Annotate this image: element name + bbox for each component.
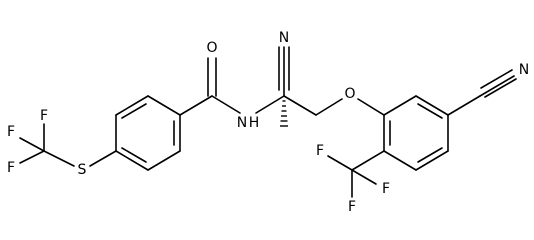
aromatic-bond (121, 103, 147, 119)
bond (179, 95, 213, 116)
bond (383, 95, 417, 116)
atom-label-nitrogen-nitrile-top: N (279, 30, 289, 46)
bond (115, 95, 149, 116)
atom-label-fluorine-cf3-bottom: F (348, 199, 356, 215)
benzamide-ring (115, 95, 181, 171)
bond (43, 150, 75, 167)
atom-labels: O N H N O N S F F F F F F (7, 30, 529, 215)
atom-label-fluorine-scf3-left: F (7, 160, 15, 176)
bond (115, 150, 149, 171)
atom-label-hydrogen-amide: H (249, 115, 260, 131)
atom-label-fluorine-scf3-top-left: F (7, 124, 15, 140)
trifluoromethyl-group (327, 150, 385, 198)
atom-label-oxygen-ether: O (344, 86, 355, 102)
bond (415, 150, 449, 171)
atom-label-fluorine-cf3-left: F (316, 143, 324, 159)
atom-label-sulfur: S (78, 162, 87, 178)
bond (351, 169, 377, 185)
bond (415, 95, 449, 116)
atom-label-oxygen-carbonyl: O (206, 40, 217, 56)
structure-drawing: O N H N O N S F F F F F F (7, 30, 529, 215)
chiral-center (278, 46, 385, 127)
atom-label-fluorine-cf3-right: F (382, 181, 390, 197)
bond (315, 98, 343, 116)
bond (327, 155, 353, 171)
bond (351, 150, 385, 171)
bond (19, 150, 45, 164)
nitrile-triple-bond (484, 78, 517, 98)
aromatic-bond (417, 103, 443, 119)
aryl-ring (383, 95, 449, 171)
bond (255, 95, 285, 114)
bond (147, 150, 181, 171)
trifluoromethylthio-group (19, 123, 117, 167)
nitrile-triple-bond (480, 69, 513, 89)
bond (147, 95, 181, 116)
bond (211, 95, 241, 114)
bond (357, 98, 385, 116)
molecule-diagram: O N H N O N S F F F F F F (7, 30, 529, 215)
bond (447, 95, 481, 116)
aromatic-bond (121, 147, 147, 163)
atom-label-fluorine-scf3-top-right: F (40, 108, 48, 124)
aromatic-bond (417, 147, 443, 163)
atom-label-nitrogen-nitrile-right: N (519, 62, 529, 78)
nitrile-triple-bond (479, 75, 515, 97)
aryl-nitrile (447, 69, 517, 116)
bond (283, 95, 317, 116)
bond (19, 137, 45, 152)
hashed-wedge-bond (280, 100, 288, 127)
bond (89, 150, 117, 167)
atom-label-nitrogen-amide: N (237, 115, 247, 131)
amide-group (179, 57, 285, 116)
bond (383, 150, 417, 171)
